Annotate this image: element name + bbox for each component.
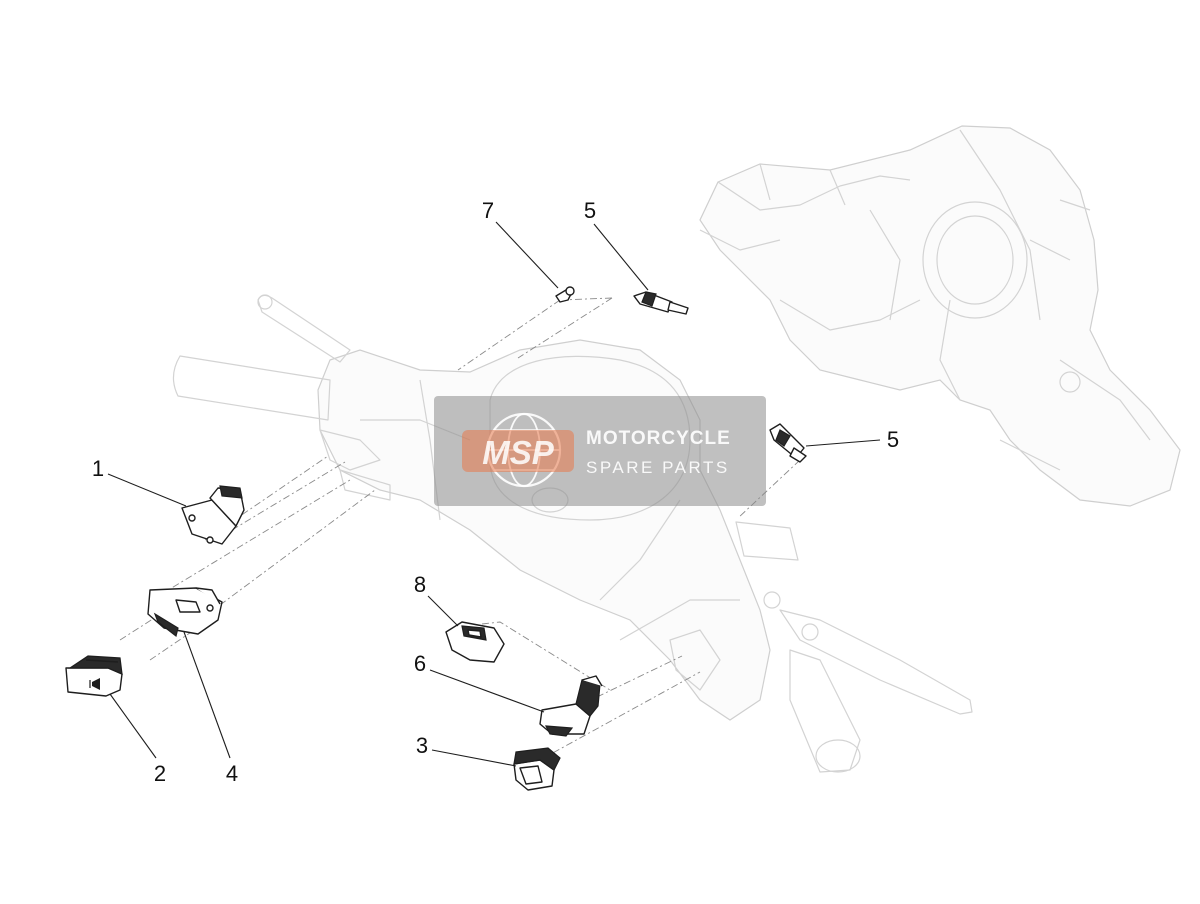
horn-icon [89, 678, 100, 690]
callout-5-lower: 5 [887, 427, 899, 452]
part-6-switch[interactable] [539, 675, 603, 737]
watermark-line1: MOTORCYCLE [586, 428, 731, 449]
part-5-bulb-holder-upper[interactable] [633, 291, 689, 315]
watermark-line2: SPARE PARTS [586, 458, 730, 477]
part-4-switch-bracket[interactable] [147, 587, 223, 638]
part-3-switch[interactable] [513, 747, 561, 791]
watermark: MSP MOTORCYCLE SPARE PARTS [434, 396, 766, 506]
part-8-cover-cap[interactable] [445, 621, 505, 663]
callout-8: 8 [414, 572, 426, 597]
alignment-lines [119, 297, 801, 761]
callout-6: 6 [414, 651, 426, 676]
callout-7: 7 [482, 198, 494, 223]
leader-lines [107, 221, 881, 767]
callout-4: 4 [226, 761, 238, 786]
callout-1: 1 [92, 456, 104, 481]
part-2-horn-switch[interactable] [65, 655, 123, 697]
callout-2: 2 [154, 761, 166, 786]
part-7-screw[interactable] [555, 286, 575, 303]
watermark-logo-text: MSP [482, 434, 555, 471]
handlebar-rear-cover-ghost [699, 125, 1181, 507]
callout-5-upper: 5 [584, 198, 596, 223]
part-1-switch[interactable] [181, 485, 245, 545]
callout-labels: 1 2 3 4 5 5 6 7 8 [92, 198, 899, 786]
part-5-bulb-holder-lower[interactable] [769, 423, 807, 463]
callout-3: 3 [416, 733, 428, 758]
